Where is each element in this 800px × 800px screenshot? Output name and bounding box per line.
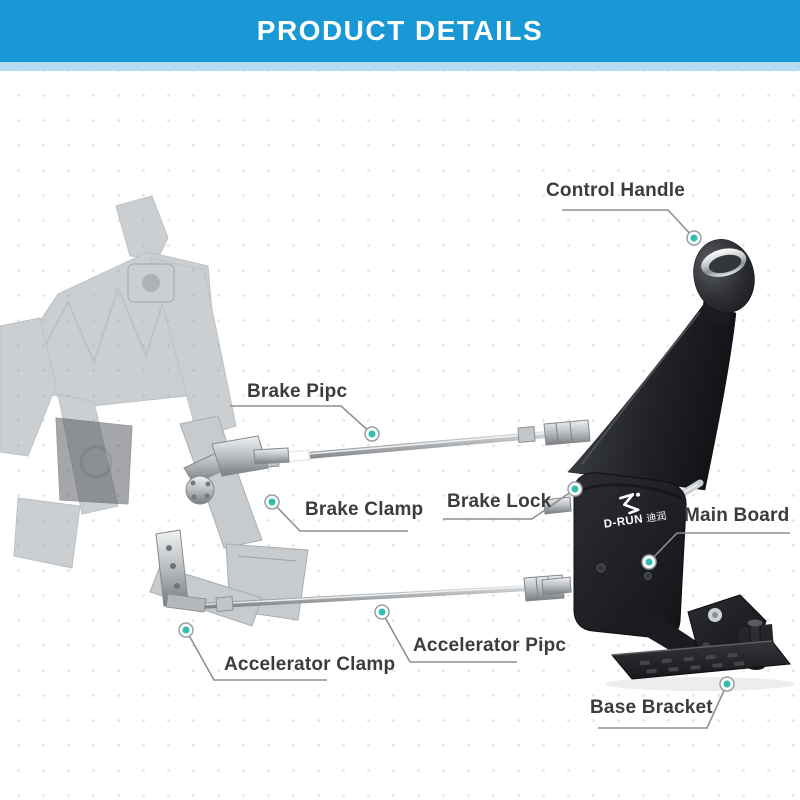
mounting-clip: [127, 263, 175, 303]
control-handle-knob: [693, 239, 755, 313]
callout-line-accelerator-clamp: [185, 629, 327, 681]
header-accent-strip: [0, 62, 800, 71]
callout-label-brake-pipc: Brake Pipc: [247, 381, 348, 402]
callout-marker-dot-brake-clamp: [268, 498, 276, 506]
callout-label-control-handle: Control Handle: [546, 180, 685, 201]
callout-marker-dot-accelerator-clamp: [182, 626, 190, 634]
left-bolt-lower: [541, 576, 572, 596]
page-title: PRODUCT DETAILS: [256, 15, 544, 46]
brake-clamp: [183, 435, 290, 505]
callout-label-main-board: Main Board: [684, 505, 790, 526]
callout-marker-dot-brake-lock: [571, 485, 579, 493]
callout-line-accelerator-pipc: [381, 611, 517, 663]
callout-marker-dot-main-board: [645, 558, 653, 566]
drun-logo-text: D-RUN: [603, 513, 644, 530]
callout-line-brake-clamp: [271, 501, 408, 532]
pedal-sensor-ghost: [55, 417, 133, 505]
callout-line-base-bracket: [598, 683, 728, 729]
callout-line-brake-lock: [443, 488, 576, 520]
header-banner: PRODUCT DETAILS: [0, 0, 800, 62]
callout-label-accelerator-pipc: Accelerator Pipc: [413, 635, 567, 656]
callout-label-accelerator-clamp: Accelerator Clamp: [224, 654, 396, 675]
callout-marker-dot-accelerator-pipc: [378, 608, 386, 616]
base-bracket-plate: [611, 640, 791, 680]
callout-marker-dot-base-bracket: [723, 680, 731, 688]
callout-label-brake-clamp: Brake Clamp: [305, 499, 424, 520]
drun-logo-cjk: 迪润: [646, 509, 668, 525]
accelerator-clamp: [155, 529, 207, 613]
callout-marker-dot-control-handle: [690, 234, 698, 242]
callout-line-brake-pipc: [230, 405, 373, 435]
callout-label-brake-lock: Brake Lock: [447, 491, 552, 512]
drun-logo: D-RUN 迪润: [603, 492, 668, 531]
control-unit: D-RUN 迪润: [541, 239, 795, 691]
callout-marker-dot-brake-pipc: [368, 430, 376, 438]
drun-logo-mark: [619, 493, 640, 515]
callout-line-control-handle: [562, 209, 695, 239]
callout-label-base-bracket: Base Bracket: [590, 697, 713, 718]
callout-line-main-board: [648, 532, 790, 563]
main-body: [573, 472, 687, 639]
